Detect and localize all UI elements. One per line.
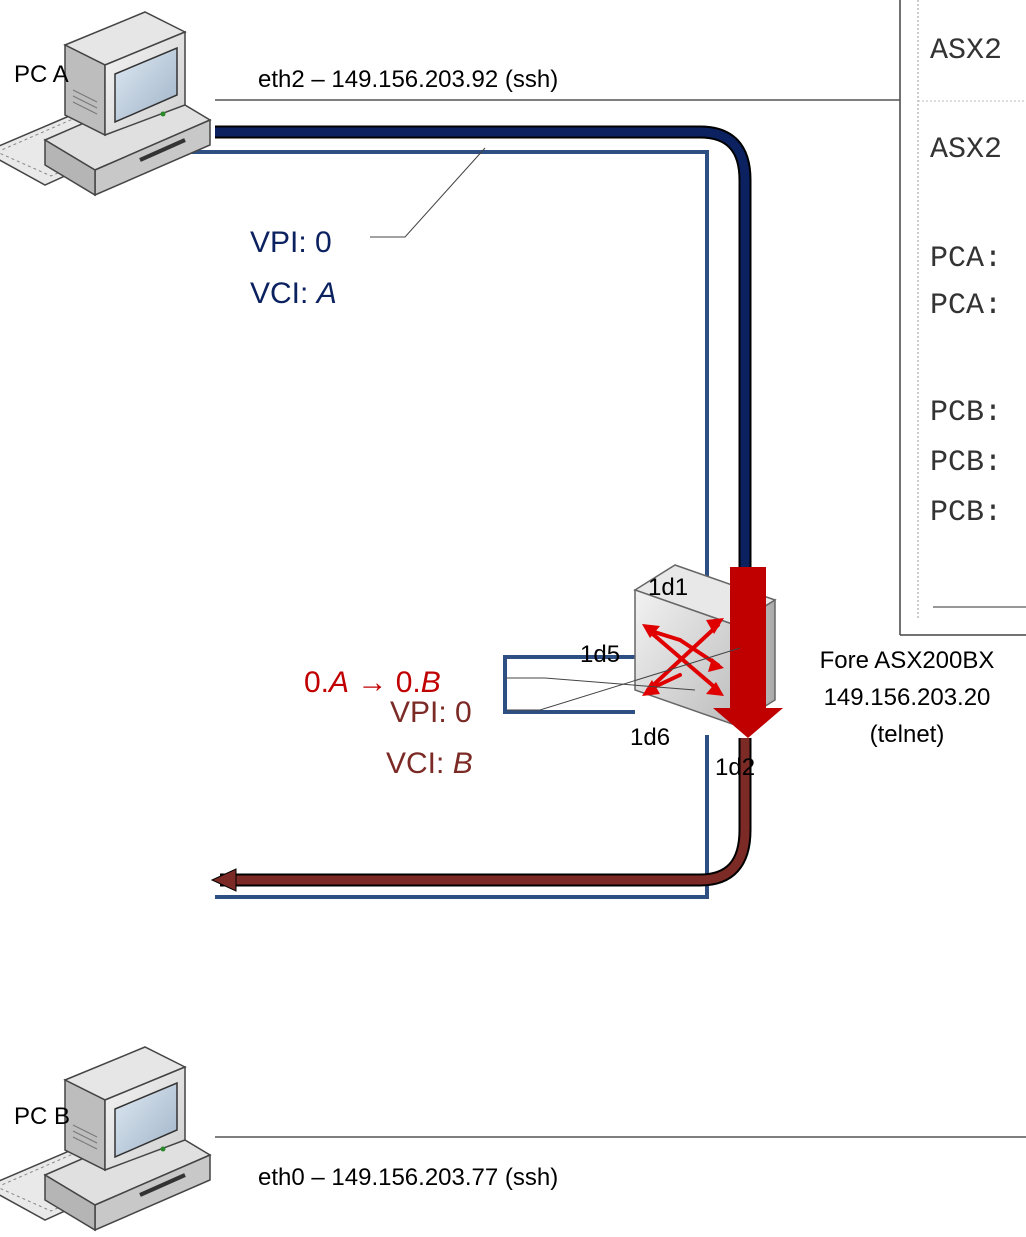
mapping-in-var: A	[327, 666, 349, 699]
pc-a-computer-icon	[0, 10, 212, 197]
console-panel: ASX2 ASX2 PCA: PCA: PCB: PCB: PCB:	[899, 0, 1026, 636]
pc-a-atm-cable	[180, 150, 709, 645]
port-1d2-label: 1d2	[715, 754, 755, 781]
downlink-pipe	[220, 738, 750, 885]
mapping-in-prefix: 0.	[304, 666, 329, 699]
pc-b-vci: VCI: B	[386, 747, 473, 780]
port-1d1-label: 1d1	[648, 574, 688, 601]
pc-a-vpi: VPI: 0	[250, 226, 332, 259]
pc-b-interface: eth0 – 149.156.203.77 (ssh)	[258, 1164, 558, 1191]
uplink-pipe-outline	[215, 125, 752, 640]
pc-b-vci-value: B	[453, 747, 473, 780]
switch-ip: 149.156.203.20	[824, 684, 991, 711]
pc-b-label: PC B	[14, 1103, 70, 1130]
port-1d5-label: 1d5	[580, 641, 620, 668]
console-line-7: PCB:	[930, 496, 1002, 530]
pc-a-vci-prefix: VCI:	[250, 277, 317, 310]
pc-a-vci: VCI: A	[250, 277, 337, 310]
switched-path-arrowhead	[713, 708, 783, 738]
console-line-6: PCB:	[930, 446, 1002, 480]
pc-b-vpi: VPI: 0	[390, 696, 472, 729]
pc-b-computer-icon	[0, 1045, 212, 1232]
downlink-pipe-outline	[220, 738, 752, 887]
pc-a-label: PC A	[14, 61, 69, 88]
downlink-arrowhead	[210, 868, 237, 892]
port-1d6-label: 1d6	[630, 724, 670, 751]
mapping-out-var: B	[421, 666, 441, 699]
pc-b-atm-cable	[215, 735, 709, 899]
console-line-1: ASX2	[930, 34, 1002, 68]
console-line-5: PCB:	[930, 396, 1002, 430]
vc-a-leader-line	[370, 147, 486, 238]
uplink-pipe	[215, 127, 750, 640]
switch-access: (telnet)	[870, 721, 945, 748]
pc-a-vci-value: A	[315, 277, 337, 310]
vc-mapping: 0.A → 0.B	[304, 666, 441, 699]
vc-b-leader-line	[507, 647, 741, 711]
loopback-cable-1d5-1d6	[503, 655, 635, 714]
console-line-4: PCA:	[930, 289, 1002, 323]
switching-arrowheads-icon	[642, 618, 724, 696]
mapping-out-prefix: 0.	[396, 666, 421, 699]
console-line-3: PCA:	[930, 242, 1002, 276]
mapping-arrow: →	[349, 666, 396, 699]
switched-path-bar	[730, 567, 766, 710]
switch-name: Fore ASX200BX	[820, 647, 995, 674]
pc-b-vci-prefix: VCI:	[386, 747, 453, 780]
console-line-2: ASX2	[930, 133, 1002, 167]
pc-a-interface: eth2 – 149.156.203.92 (ssh)	[258, 66, 558, 93]
mapping-leader-line	[505, 677, 696, 691]
